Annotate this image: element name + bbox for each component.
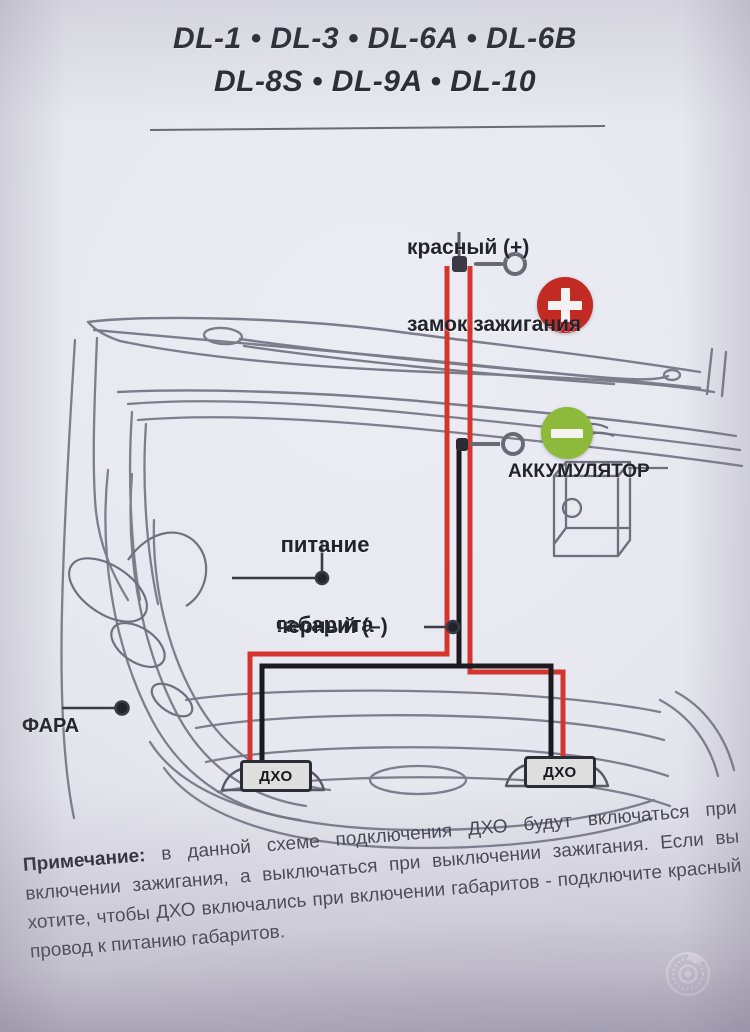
drl-module-left: ДХО [240, 760, 312, 792]
drl-right-label: ДХО [543, 763, 577, 781]
note-heading: Примечание: [22, 845, 147, 876]
drl-left-label: ДХО [259, 767, 293, 785]
label-ignition-line-1: красный (+) [407, 236, 530, 260]
label-headlight: ФАРА [22, 715, 80, 737]
label-ignition-line-2: замок зажигания [407, 313, 582, 337]
drl-module-right: ДХО [524, 756, 596, 788]
label-parking-line-1: питание [280, 531, 370, 557]
battery-positive-badge [537, 277, 593, 333]
watermark-logo-icon [665, 951, 711, 997]
title-line-1: DL-1 • DL-3 • DL-6A • DL-6B [173, 22, 577, 55]
minus-bar [551, 428, 583, 438]
label-battery: АККУМУЛЯТОР [508, 461, 650, 482]
label-parking-line-2: габарита [276, 612, 374, 638]
plus-vertical-bar [560, 288, 570, 322]
label-ignition-red: красный (+) замок зажигания [407, 184, 581, 389]
title-line-2: DL-8S • DL-9A • DL-10 [213, 64, 537, 98]
battery-negative-badge [541, 407, 593, 459]
label-parking-light-power: питание габарита [262, 478, 388, 693]
label-black-negative: черный (–) [276, 615, 388, 638]
page-title: DL-1 • DL-3 • DL-6A • DL-6B DL-8S • DL-9… [0, 18, 750, 103]
